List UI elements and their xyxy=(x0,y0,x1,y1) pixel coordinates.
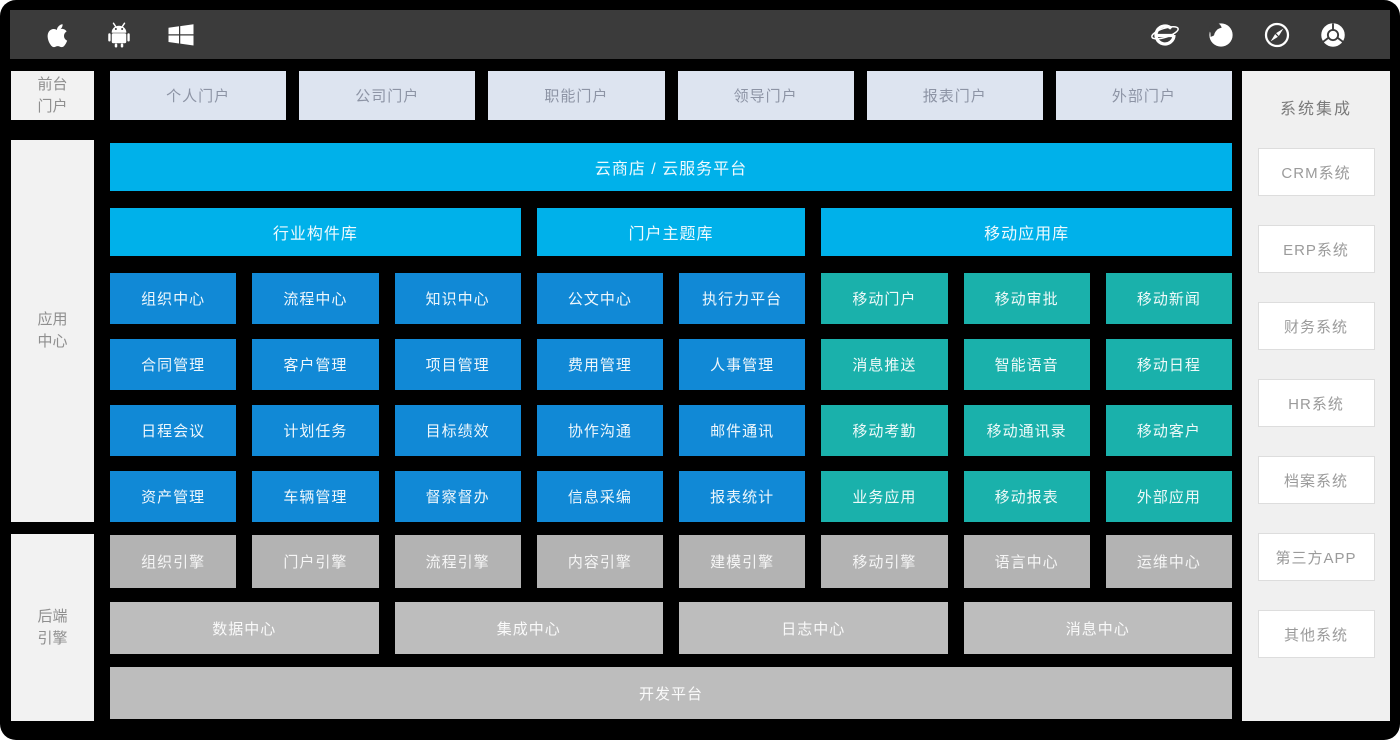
app-tile[interactable]: 客户管理 xyxy=(252,339,379,390)
portal-button-external[interactable]: 外部门户 xyxy=(1055,71,1232,120)
mobile-app-tile[interactable]: 移动审批 xyxy=(963,273,1090,324)
browser-icon-group xyxy=(1150,20,1348,50)
engine-tile[interactable]: 门户引擎 xyxy=(252,535,379,588)
app-tile[interactable]: 目标绩效 xyxy=(394,405,521,456)
portal-button-report[interactable]: 报表门户 xyxy=(866,71,1043,120)
center-tile[interactable]: 日志中心 xyxy=(679,602,948,654)
front-portal-label: 前台 门户 xyxy=(11,71,94,120)
front-portal-label-line2: 门户 xyxy=(37,97,68,115)
front-portal-label-line1: 前台 xyxy=(37,75,68,93)
engine-tile[interactable]: 运维中心 xyxy=(1105,535,1232,588)
engine-tile[interactable]: 建模引擎 xyxy=(679,535,806,588)
integration-card-finance[interactable]: 财务系统 xyxy=(1257,302,1375,350)
app-tile[interactable]: 组织中心 xyxy=(110,273,237,324)
app-tile[interactable]: 信息采编 xyxy=(536,471,663,522)
os-icon-group xyxy=(42,20,196,50)
portal-button-function[interactable]: 职能门户 xyxy=(488,71,665,120)
engine-row: 组织引擎 门户引擎 流程引擎 内容引擎 建模引擎 移动引擎 语言中心 运维中心 xyxy=(110,535,1232,588)
app-tile[interactable]: 车辆管理 xyxy=(252,471,379,522)
mobile-app-tile[interactable]: 移动新闻 xyxy=(1105,273,1232,324)
engine-tile[interactable]: 内容引擎 xyxy=(536,535,663,588)
center-row: 数据中心 集成中心 日志中心 消息中心 xyxy=(110,602,1232,654)
app-tile[interactable]: 费用管理 xyxy=(536,339,663,390)
cloud-banner-row: 云商店 / 云服务平台 xyxy=(110,143,1232,191)
engine-tile[interactable]: 语言中心 xyxy=(963,535,1090,588)
portal-button-personal[interactable]: 个人门户 xyxy=(110,71,287,120)
integration-card-crm[interactable]: CRM系统 xyxy=(1257,148,1375,196)
cloud-store-banner[interactable]: 云商店 / 云服务平台 xyxy=(110,143,1232,191)
center-tile[interactable]: 消息中心 xyxy=(963,602,1232,654)
mobile-app-library-header[interactable]: 移动应用库 xyxy=(821,208,1232,256)
dev-platform-row: 开发平台 xyxy=(110,667,1232,719)
backend-engine-label-line1: 后端 xyxy=(37,607,68,625)
app-tile[interactable]: 资产管理 xyxy=(110,471,237,522)
backend-engine-label-line2: 引擎 xyxy=(37,629,68,647)
mobile-app-tile[interactable]: 移动日程 xyxy=(1105,339,1232,390)
app-tile[interactable]: 人事管理 xyxy=(679,339,806,390)
integration-card-archive[interactable]: 档案系统 xyxy=(1257,456,1375,504)
app-row-3: 日程会议 计划任务 目标绩效 协作沟通 邮件通讯 移动考勤 移动通讯录 移动客户 xyxy=(110,405,1232,456)
app-tile[interactable]: 合同管理 xyxy=(110,339,237,390)
mobile-app-tile[interactable]: 移动通讯录 xyxy=(963,405,1090,456)
engine-tile[interactable]: 流程引擎 xyxy=(394,535,521,588)
app-tile[interactable]: 日程会议 xyxy=(110,405,237,456)
system-integration-panel: 系统集成 CRM系统 ERP系统 财务系统 HR系统 档案系统 第三方APP 其… xyxy=(1242,71,1390,721)
app-tile[interactable]: 协作沟通 xyxy=(536,405,663,456)
app-tile[interactable]: 公文中心 xyxy=(536,273,663,324)
top-bar xyxy=(10,10,1390,59)
backend-engine-label: 后端 引擎 xyxy=(11,534,94,721)
integration-card-other[interactable]: 其他系统 xyxy=(1257,610,1375,658)
integration-card-thirdparty[interactable]: 第三方APP xyxy=(1257,533,1375,581)
app-tile[interactable]: 知识中心 xyxy=(394,273,521,324)
android-icon xyxy=(108,21,130,47)
app-tile[interactable]: 报表统计 xyxy=(679,471,806,522)
chrome-icon xyxy=(1321,22,1345,47)
mobile-app-tile[interactable]: 智能语音 xyxy=(963,339,1090,390)
mobile-app-tile[interactable]: 移动报表 xyxy=(963,471,1090,522)
mobile-app-tile[interactable]: 外部应用 xyxy=(1105,471,1232,522)
app-center-label-line2: 中心 xyxy=(37,333,68,350)
firefox-icon xyxy=(1209,22,1233,47)
portal-theme-library-header[interactable]: 门户主题库 xyxy=(536,208,806,256)
app-tile[interactable]: 项目管理 xyxy=(394,339,521,390)
app-tile[interactable]: 督察督办 xyxy=(394,471,521,522)
mobile-app-tile[interactable]: 消息推送 xyxy=(821,339,948,390)
app-tile[interactable]: 执行力平台 xyxy=(679,273,806,324)
app-row-2: 合同管理 客户管理 项目管理 费用管理 人事管理 消息推送 智能语音 移动日程 xyxy=(110,339,1232,390)
portal-button-leader[interactable]: 领导门户 xyxy=(677,71,854,120)
center-tile[interactable]: 集成中心 xyxy=(394,602,663,654)
industry-library-header[interactable]: 行业构件库 xyxy=(110,208,521,256)
integration-card-erp[interactable]: ERP系统 xyxy=(1257,225,1375,273)
integration-card-hr[interactable]: HR系统 xyxy=(1257,379,1375,427)
mobile-app-tile[interactable]: 移动客户 xyxy=(1105,405,1232,456)
app-tile[interactable]: 流程中心 xyxy=(252,273,379,324)
app-tile[interactable]: 计划任务 xyxy=(252,405,379,456)
internet-explorer-icon xyxy=(1151,23,1179,46)
engine-tile[interactable]: 移动引擎 xyxy=(821,535,948,588)
app-tile[interactable]: 邮件通讯 xyxy=(679,405,806,456)
app-center-label-line1: 应用 xyxy=(37,311,68,328)
mobile-app-tile[interactable]: 移动门户 xyxy=(821,273,948,324)
windows-icon xyxy=(168,23,194,45)
mobile-app-tile[interactable]: 移动考勤 xyxy=(821,405,948,456)
engine-tile[interactable]: 组织引擎 xyxy=(110,535,237,588)
mobile-app-tile[interactable]: 业务应用 xyxy=(821,471,948,522)
portal-row: 个人门户 公司门户 职能门户 领导门户 报表门户 外部门户 xyxy=(110,71,1232,120)
system-integration-title: 系统集成 xyxy=(1279,101,1352,118)
safari-icon xyxy=(1264,22,1290,47)
portal-button-company[interactable]: 公司门户 xyxy=(299,71,476,120)
app-row-1: 组织中心 流程中心 知识中心 公文中心 执行力平台 移动门户 移动审批 移动新闻 xyxy=(110,273,1232,324)
dev-platform-tile[interactable]: 开发平台 xyxy=(110,667,1232,719)
app-center-label: 应用 中心 xyxy=(11,140,94,522)
apple-icon xyxy=(47,23,68,47)
center-tile[interactable]: 数据中心 xyxy=(110,602,379,654)
app-row-4: 资产管理 车辆管理 督察督办 信息采编 报表统计 业务应用 移动报表 外部应用 xyxy=(110,471,1232,522)
section-header-row: 行业构件库 门户主题库 移动应用库 xyxy=(110,208,1232,256)
